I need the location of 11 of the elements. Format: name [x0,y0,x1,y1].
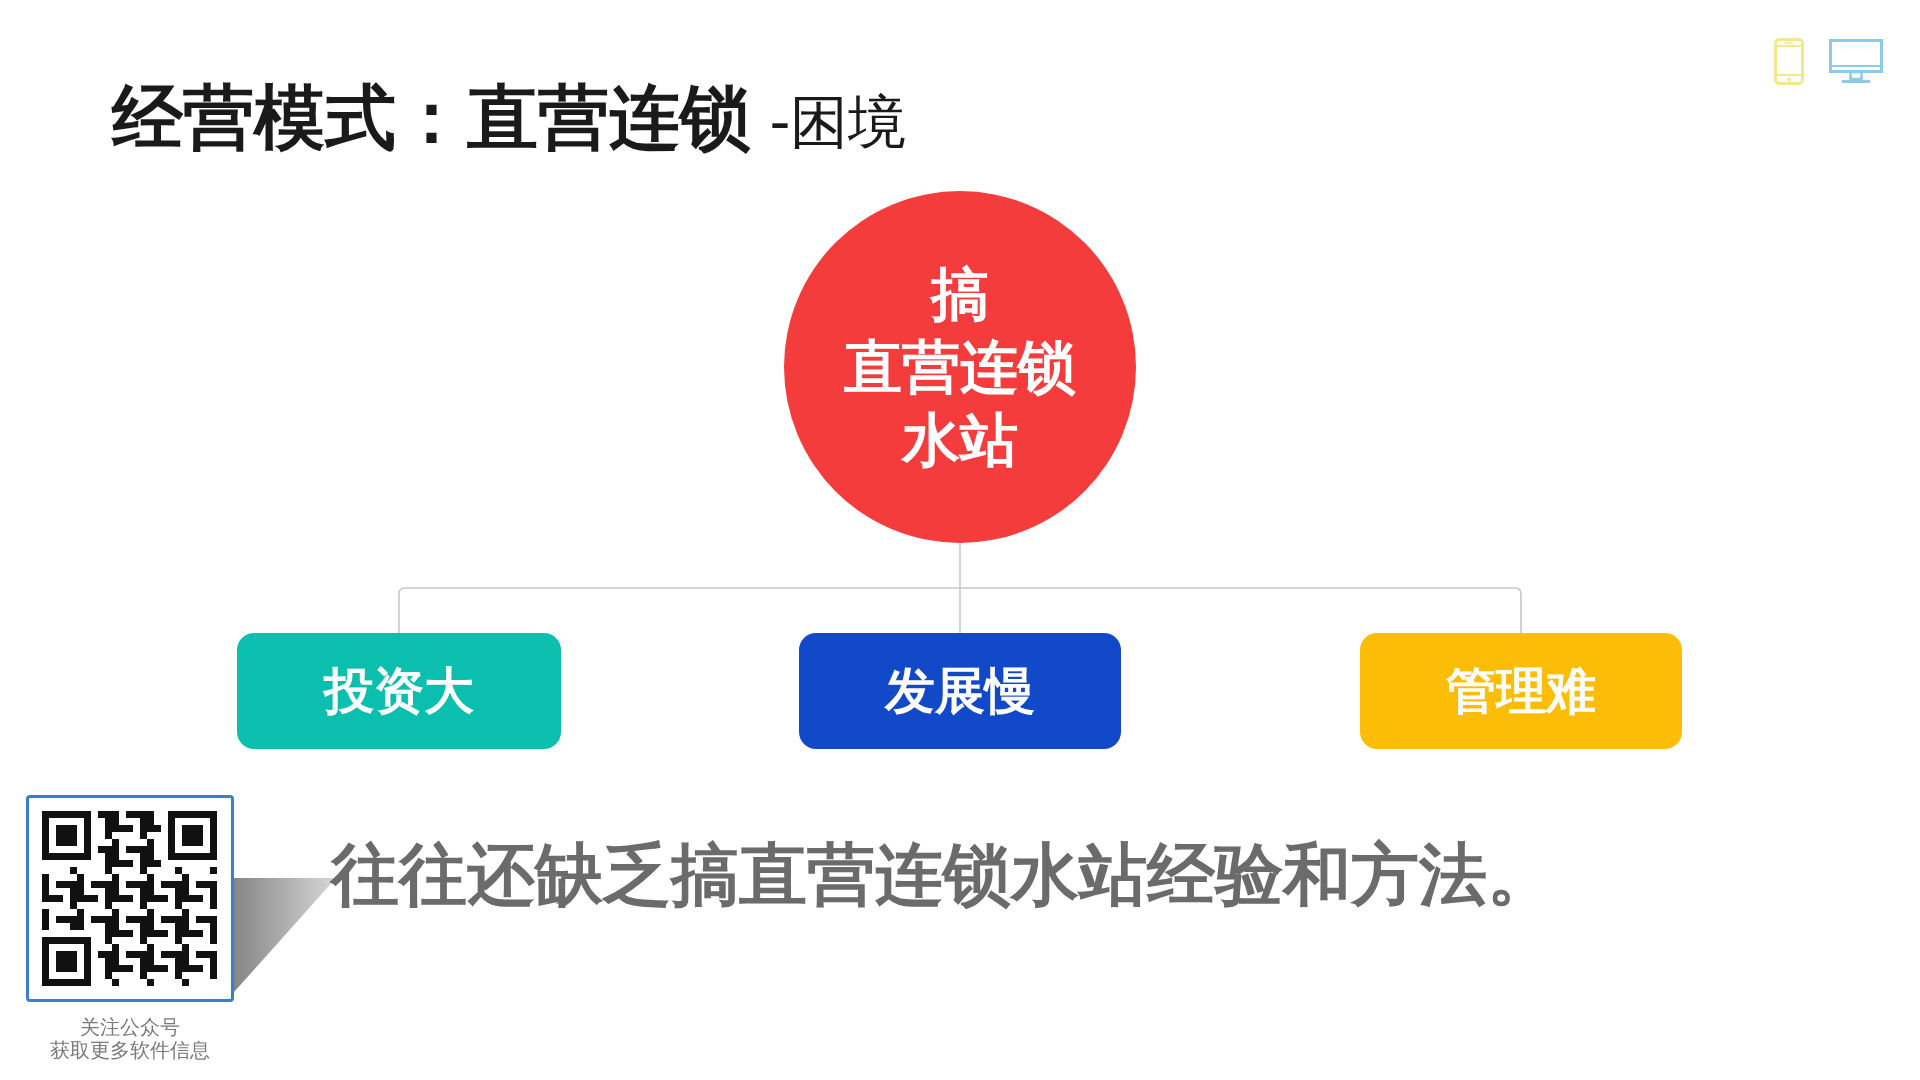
category-box: 管理难 [1360,633,1682,749]
connector-line [959,587,961,634]
connector-line [959,542,961,589]
slide-title: 经营模式：直营连锁 -困境 [112,78,907,161]
category-box: 发展慢 [799,633,1121,749]
category-box: 投资大 [237,633,561,749]
statement-text: 往往还缺乏搞直营连锁水站经验和方法。 [331,834,1555,916]
connector-line [398,587,961,634]
circle-node: 搞直营连锁水站 [784,191,1136,543]
caption-text: 关注公众号获取更多软件信息 [50,1016,210,1062]
connector-line [959,587,1522,634]
